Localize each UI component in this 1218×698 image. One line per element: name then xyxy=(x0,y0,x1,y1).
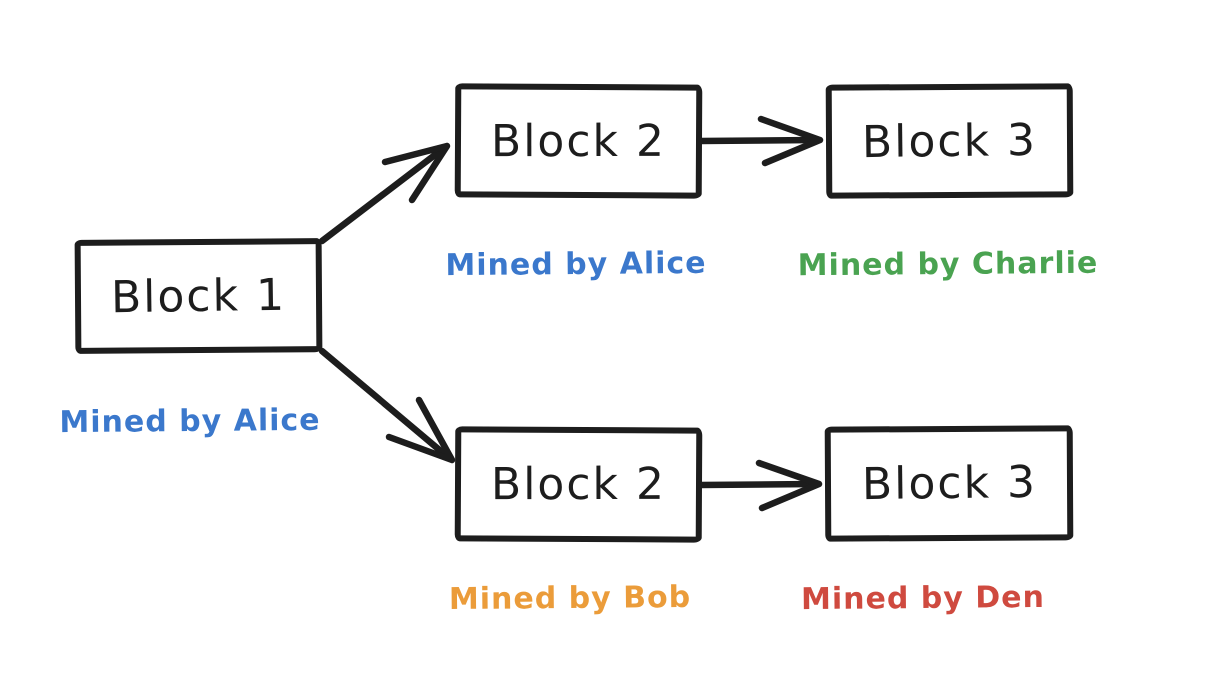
miner-label-block2-bottom: Mined by Bob xyxy=(448,579,692,618)
block2-bottom-node: Block 2 xyxy=(454,426,703,543)
arrowhead-icon xyxy=(757,115,824,167)
block3-top-label: Block 3 xyxy=(861,114,1038,168)
arrow-block2-bottom-to-block3-bottom xyxy=(696,459,823,512)
block3-bottom-label: Block 3 xyxy=(861,456,1037,511)
miner-label-block1: Mined by Alice xyxy=(59,402,321,441)
arrowhead-icon xyxy=(381,142,451,204)
arrow-shaft xyxy=(318,144,448,245)
block3-bottom-node: Block 3 xyxy=(824,425,1074,542)
miner-label-block3-bottom: Mined by Den xyxy=(800,579,1046,618)
miner-label-block3-top: Mined by Charlie xyxy=(797,245,1099,284)
block2-top-node: Block 2 xyxy=(454,83,703,199)
block2-bottom-label: Block 2 xyxy=(490,458,667,511)
block1-label: Block 1 xyxy=(110,269,287,323)
arrow-block2-top-to-block3-top xyxy=(696,115,824,167)
arrowhead-icon xyxy=(755,459,823,512)
block1-node: Block 1 xyxy=(74,238,323,354)
arrowhead-icon xyxy=(385,396,456,464)
block2-top-label: Block 2 xyxy=(490,115,667,167)
arrow-shaft xyxy=(696,480,819,489)
arrow-block1-to-block2-top xyxy=(318,142,451,245)
block3-top-node: Block 3 xyxy=(825,83,1074,199)
arrow-shaft xyxy=(696,136,820,145)
miner-label-block2-top: Mined by Alice xyxy=(445,245,707,284)
